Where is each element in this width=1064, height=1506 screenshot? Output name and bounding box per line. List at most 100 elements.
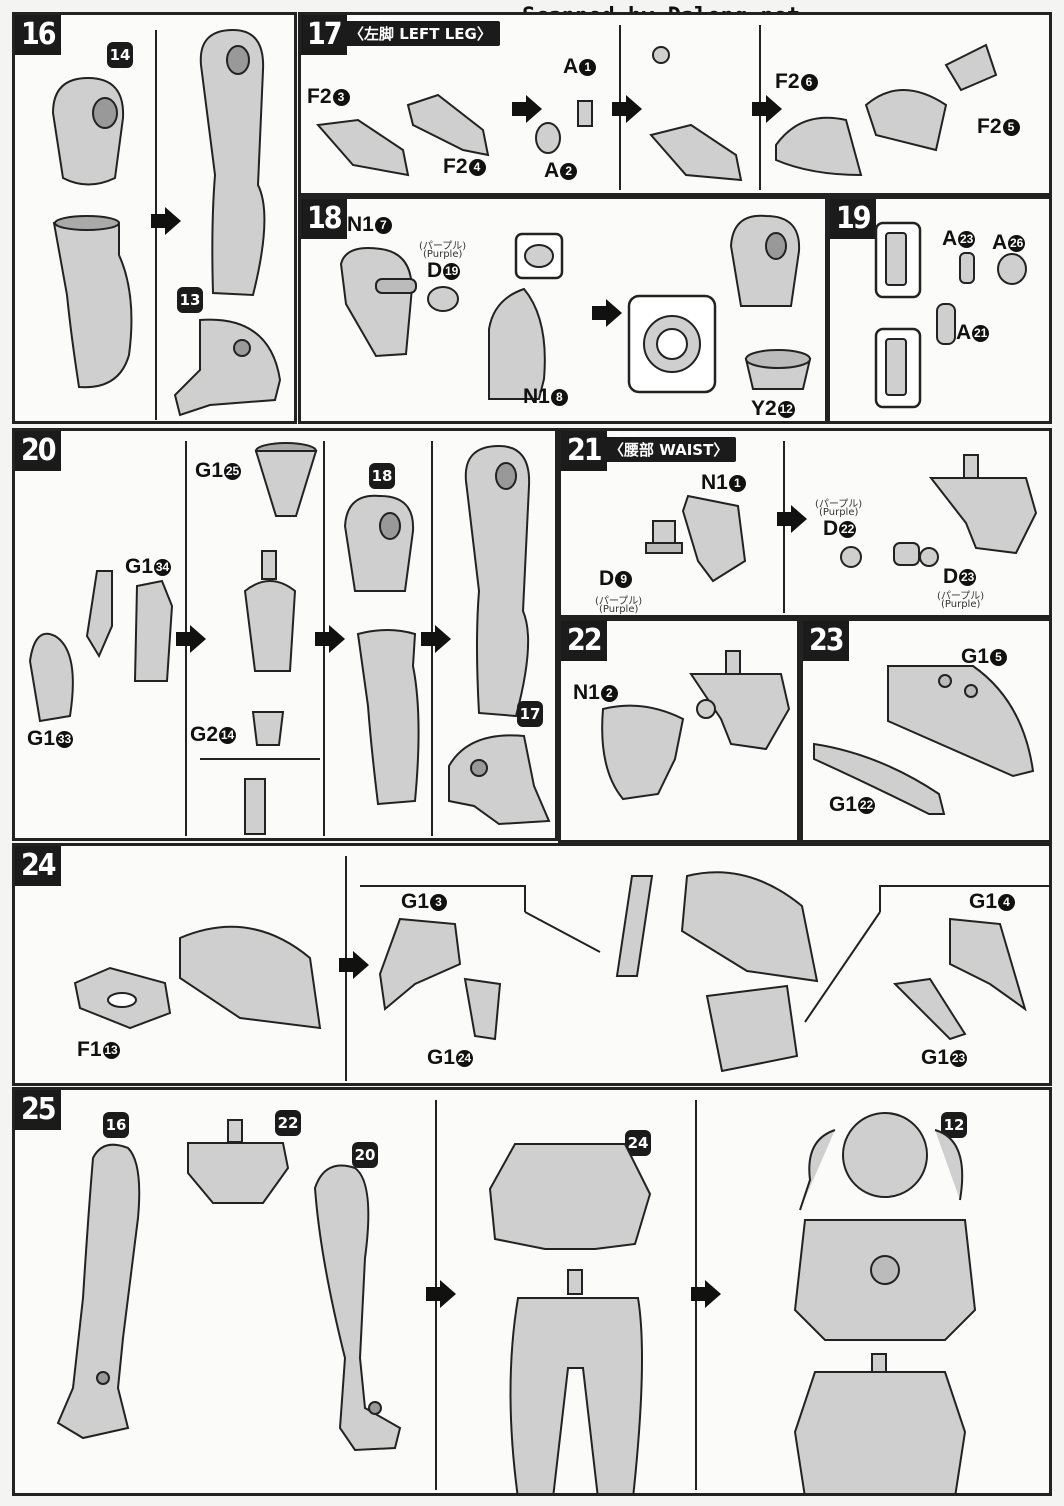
label-number: 3	[332, 88, 350, 106]
detail-inset-icon	[514, 232, 564, 280]
foot-part-icon	[448, 734, 551, 826]
label-number: 2	[560, 162, 578, 180]
step-number: 24	[15, 846, 61, 886]
step-title: ようぶ 〈腰部 WAIST〉	[601, 431, 737, 462]
ring-socket-icon	[744, 349, 812, 390]
knee-joint-cap-icon	[427, 286, 459, 312]
label-text: G1	[401, 890, 430, 913]
ring-detail-inset-icon	[627, 294, 717, 394]
step-arrow-icon	[339, 951, 369, 979]
label-number: 5	[990, 648, 1008, 666]
thigh-front-cover-icon	[28, 632, 74, 723]
step-arrow-icon	[752, 95, 782, 123]
lower-body-assembly-icon	[509, 1269, 643, 1493]
label-text: A	[544, 159, 560, 182]
label-text: A	[563, 55, 579, 78]
step-arrow-icon	[176, 625, 206, 653]
waist-assembly-icon	[187, 1119, 290, 1204]
skirt-side-right-icon	[892, 917, 1027, 1041]
waist-frame-icon	[645, 494, 747, 583]
step-number: 21	[561, 431, 607, 471]
ankle-joint-icon	[535, 100, 593, 154]
label-number: 1	[579, 58, 597, 76]
hip-joints-icon	[840, 542, 939, 568]
label-text: G1	[921, 1046, 950, 1069]
step-title: ひだりあし 〈左脚 LEFT LEG〉	[341, 15, 500, 46]
label-number: 33	[56, 730, 74, 748]
label-number: 1	[728, 474, 746, 492]
label-text: A	[992, 231, 1008, 254]
label-text: F2	[775, 70, 800, 93]
step-16-panel: 16 14 13	[12, 12, 297, 424]
waist-frame-assembled-icon	[928, 454, 1038, 555]
label-text: D	[427, 259, 443, 282]
step-arrow-icon	[421, 625, 451, 653]
step-number: 18	[301, 199, 347, 239]
label-number: 23	[959, 568, 977, 586]
color-note-en: (Purple)	[941, 599, 981, 610]
title-text: 〈腰部 WAIST〉	[609, 441, 729, 459]
step-arrow-icon	[426, 1280, 456, 1308]
color-note-en: (Purple)	[599, 604, 639, 615]
label-text: G1	[829, 793, 858, 816]
label-text: F2	[977, 115, 1002, 138]
skirt-back-assembled-icon	[615, 871, 819, 1073]
label-number: 12	[777, 400, 795, 418]
foot-part-icon	[173, 318, 282, 417]
step-number: 20	[15, 431, 61, 471]
label-number: 25	[224, 462, 242, 480]
callout-bracket-icon	[200, 758, 320, 835]
label-number: 3	[430, 893, 448, 911]
step-number: 16	[15, 15, 61, 55]
color-note-jp: (パープル)	[815, 499, 863, 510]
step-number: 17	[301, 15, 347, 55]
label-number: 24	[456, 1049, 474, 1067]
leg-joint-frame-icon	[85, 570, 174, 682]
color-note-jp: (パープル)	[419, 241, 467, 252]
label-number: 7	[374, 216, 392, 234]
label-number: 26	[1008, 234, 1026, 252]
title-ruby: ひだりあし	[355, 13, 390, 21]
joint-peg-icon	[959, 252, 1027, 285]
shin-part-icon	[356, 629, 420, 806]
label-text: G2	[190, 723, 219, 746]
label-number: 21	[972, 324, 990, 342]
step-number: 23	[803, 621, 849, 661]
title-ruby: ようぶ	[615, 429, 636, 437]
step-arrow-icon	[777, 505, 807, 533]
foot-half-left-icon	[316, 93, 490, 177]
ref-badge: 12	[941, 1112, 967, 1138]
ref-badge: 14	[107, 42, 133, 68]
label-text: F2	[443, 155, 468, 178]
skirt-side-left-icon	[378, 917, 502, 1041]
color-note-jp: (パープル)	[937, 591, 985, 602]
skirt-front-plate-icon	[887, 665, 1035, 778]
color-note-en: (Purple)	[819, 507, 859, 518]
waist-frame-assembled-icon	[689, 650, 791, 751]
label-number: 8	[550, 388, 568, 406]
label-number: 6	[800, 73, 818, 91]
upper-leg-assembly-icon	[199, 28, 266, 297]
label-text: A	[942, 227, 958, 250]
label-number: 34	[154, 558, 172, 576]
